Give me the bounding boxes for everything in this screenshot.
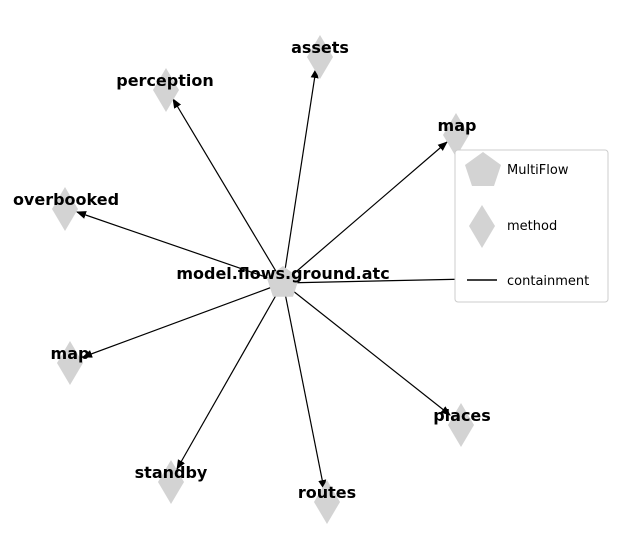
edge-places	[282, 282, 451, 416]
edge-perception	[172, 98, 284, 284]
node-routes	[314, 480, 340, 524]
legend-method-symbol	[469, 205, 495, 248]
node-label-perception: perception	[116, 71, 214, 90]
node-map-1	[443, 113, 469, 157]
edge-assets	[282, 68, 319, 284]
legend-box	[454, 149, 609, 303]
node-label-assets: assets	[291, 38, 349, 57]
node-center-label: model.flows.ground.atc	[176, 264, 389, 283]
edge-route	[282, 278, 471, 284]
node-places	[448, 403, 474, 447]
node-center-multiflow	[266, 266, 300, 297]
node-label-places: places	[433, 406, 491, 425]
edge-map-2	[82, 282, 284, 358]
node-map-2	[57, 341, 83, 385]
node-label-standby: standby	[135, 463, 208, 482]
node-assets	[307, 35, 333, 79]
edges-layer	[76, 68, 471, 490]
edge-overbooked	[76, 211, 284, 284]
legend-multiflow-label: MultiFlow	[507, 163, 569, 178]
edge-routes	[282, 282, 327, 490]
node-label-map-1: map	[438, 116, 477, 135]
legend: MultiFlow method containment	[454, 149, 609, 303]
legend-method-label: method	[507, 219, 557, 234]
node-label-map-2: map	[51, 344, 90, 363]
node-perception	[153, 68, 179, 112]
node-standby	[158, 460, 184, 504]
edge-map-1	[282, 141, 448, 284]
node-label-routes: routes	[298, 483, 356, 502]
labels-layer: model.flows.ground.atc assets perception ma…	[13, 38, 539, 502]
edge-standby	[176, 282, 284, 470]
node-overbooked	[52, 187, 78, 231]
legend-multiflow-symbol	[465, 152, 501, 186]
node-label-overbooked: overbooked	[13, 190, 119, 209]
legend-containment-label: containment	[507, 274, 589, 289]
